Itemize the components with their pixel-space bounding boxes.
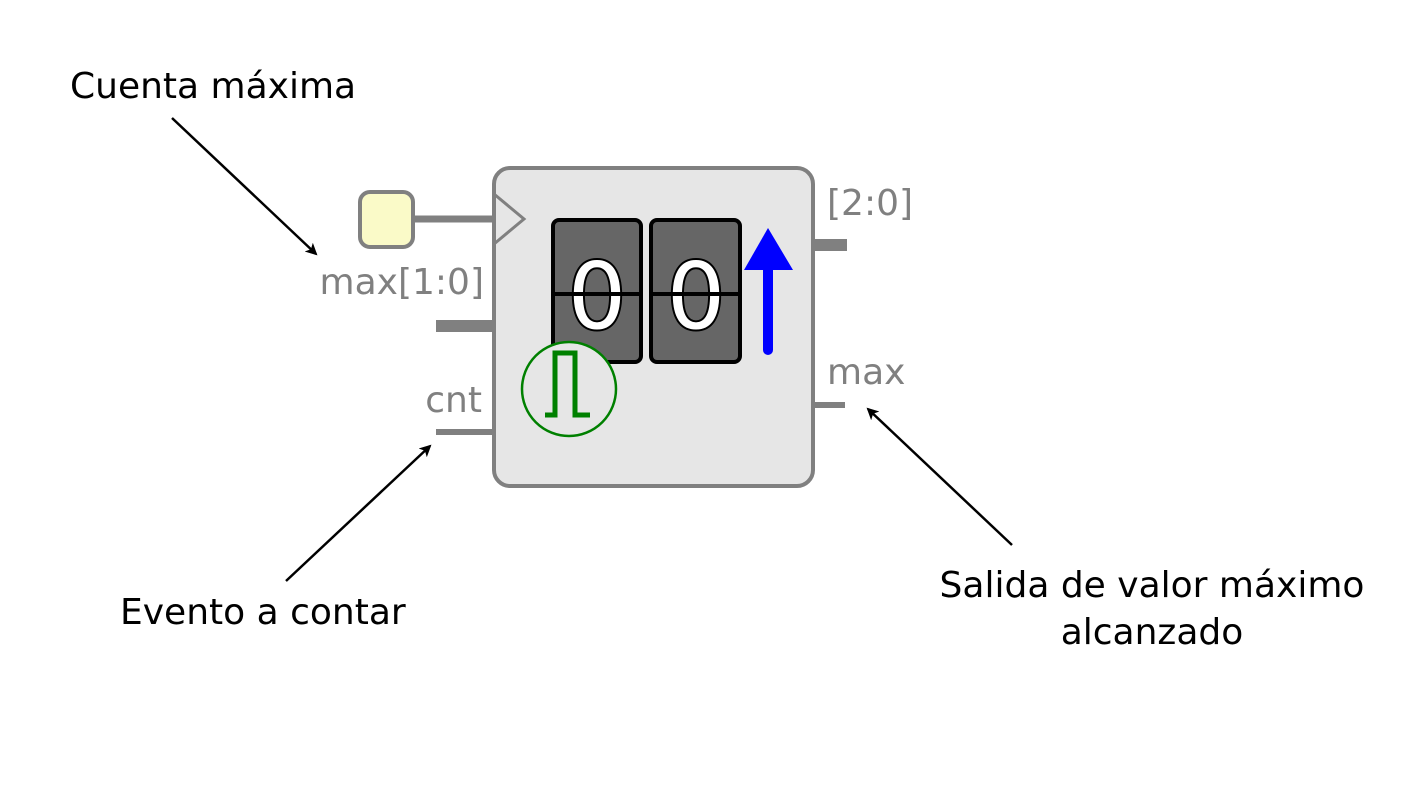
port-label-max-out: max [827,352,905,393]
up-arrow-icon [744,228,793,355]
port-label-max: max[1:0] [320,262,484,303]
digit-value: 0 [667,243,726,350]
annotation-max-count: Cuenta máxima [70,66,356,107]
port-label-value: [2:0] [827,183,913,224]
annotation-arrow-count-event [285,444,432,582]
annotation-max-output-line1: Salida de valor máximo [940,565,1365,606]
annotation-arrow-max-count [171,117,318,256]
clock-triangle-icon [493,192,527,246]
pulse-icon [520,340,618,438]
counter-display: 0 0 [551,218,742,364]
annotation-count-event: Evento a contar [120,592,406,633]
digit-panel [649,218,742,364]
port-label-cnt: cnt [425,380,482,421]
annotation-max-output-line2: alcanzado [1061,612,1244,653]
annotation-arrow-max-output [866,407,1013,546]
constant-input-box[interactable] [358,190,415,249]
digit-value: 0 [568,243,627,350]
